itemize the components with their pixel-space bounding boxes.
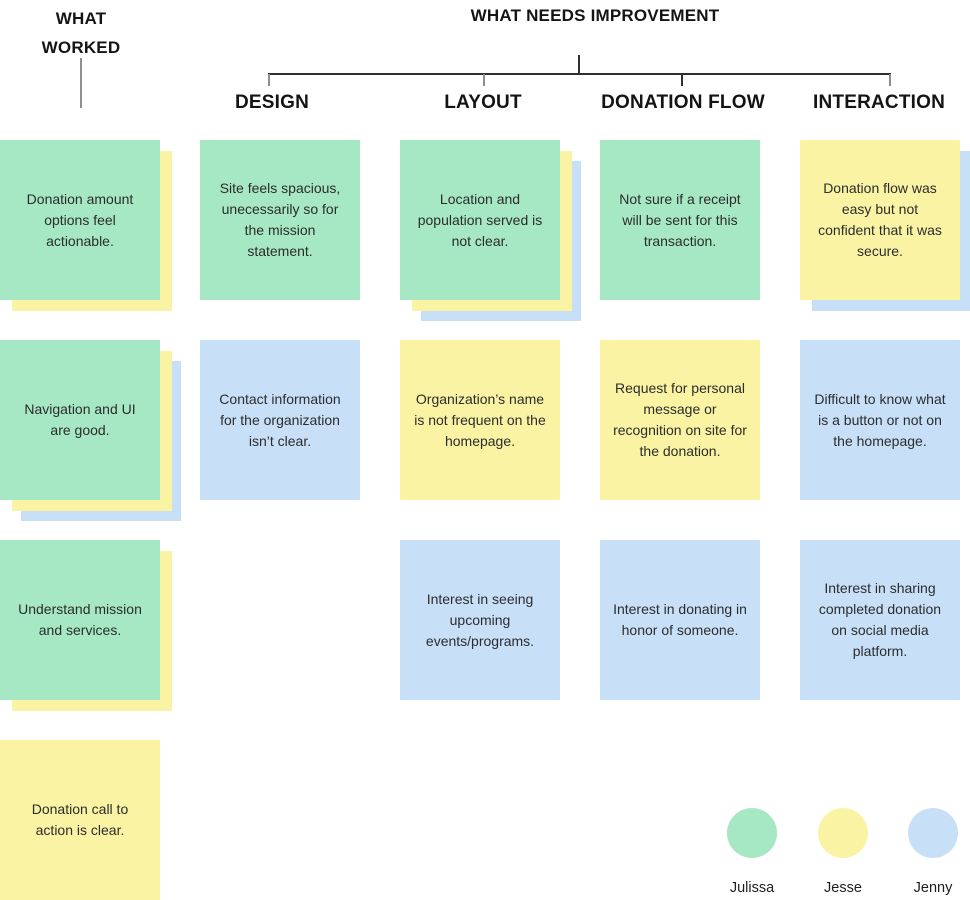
what-worked-heading-line2: WORKED xyxy=(41,38,121,57)
sticky-note[interactable]: Contact information for the organization… xyxy=(200,340,360,500)
legend-item-jesse: Jesse xyxy=(793,808,893,896)
needs-improvement-heading: WHAT NEEDS IMPROVEMENT xyxy=(470,6,720,25)
sticky-note-text: Donation flow was easy but not confident… xyxy=(818,180,942,259)
sticky-note-text: Not sure if a receipt will be sent for t… xyxy=(619,190,741,249)
sticky-note-face[interactable]: Request for personal message or recognit… xyxy=(600,340,760,500)
column-heading-donation-flow: DONATION FLOW xyxy=(601,92,765,113)
sticky-note-face[interactable]: Understand mission and services. xyxy=(0,540,160,700)
sticky-note-face[interactable]: Donation amount options feel actionable. xyxy=(0,140,160,300)
sticky-note[interactable]: Donation call to action is clear. xyxy=(0,740,160,900)
sticky-note-face[interactable]: Site feels spacious, unecessarily so for… xyxy=(200,140,360,300)
sticky-note[interactable]: Donation flow was easy but not confident… xyxy=(800,140,970,311)
bracket-tick-left xyxy=(268,74,270,86)
sticky-note-text: Organization’s name is not frequent on t… xyxy=(414,390,546,449)
sticky-note-face[interactable]: Interest in sharing completed donation o… xyxy=(800,540,960,700)
sticky-note[interactable]: Organization’s name is not frequent on t… xyxy=(400,340,560,500)
sticky-note[interactable]: Interest in donating in honor of someone… xyxy=(600,540,760,700)
sticky-note-text: Difficult to know what is a button or no… xyxy=(814,390,946,449)
bracket-tick-donation-flow xyxy=(681,74,683,86)
legend-label: Julissa xyxy=(729,880,775,896)
legend-item-jenny: Jenny xyxy=(883,808,970,896)
column-heading-design: DESIGN xyxy=(234,92,310,113)
sticky-note-face[interactable]: Donation call to action is clear. xyxy=(0,740,160,900)
sticky-note-face[interactable]: Location and population served is not cl… xyxy=(400,140,560,300)
sticky-note[interactable]: Difficult to know what is a button or no… xyxy=(800,340,960,500)
sticky-note-text: Navigation and UI are good. xyxy=(24,401,136,438)
sticky-note-text: Contact information for the organization… xyxy=(219,390,341,449)
column-heading-interaction: INTERACTION xyxy=(812,92,946,113)
sticky-note-face[interactable]: Interest in seeing upcoming events/progr… xyxy=(400,540,560,700)
improvement-stem-line xyxy=(578,55,580,74)
legend-color-dot xyxy=(908,808,958,858)
sticky-note-text: Donation amount options feel actionable. xyxy=(26,190,134,249)
bracket-tick-layout xyxy=(483,74,485,86)
sticky-note-text: Donation call to action is clear. xyxy=(31,801,129,838)
sticky-note-text: Site feels spacious, unecessarily so for… xyxy=(219,180,341,259)
sticky-note[interactable]: Site feels spacious, unecessarily so for… xyxy=(200,140,360,300)
sticky-note-face[interactable]: Navigation and UI are good. xyxy=(0,340,160,500)
legend-color-dot xyxy=(818,808,868,858)
sticky-note-face[interactable]: Organization’s name is not frequent on t… xyxy=(400,340,560,500)
sticky-note-face[interactable]: Difficult to know what is a button or no… xyxy=(800,340,960,500)
sticky-note-text: Interest in sharing completed donation o… xyxy=(818,580,942,659)
sticky-note-text: Request for personal message or recognit… xyxy=(613,380,747,459)
sticky-note-text: Location and population served is not cl… xyxy=(417,190,543,249)
sticky-note-face[interactable]: Interest in donating in honor of someone… xyxy=(600,540,760,700)
sticky-note[interactable]: Not sure if a receipt will be sent for t… xyxy=(600,140,760,300)
legend-label: Jenny xyxy=(913,880,953,896)
sticky-note[interactable]: Interest in seeing upcoming events/progr… xyxy=(400,540,560,700)
sticky-note[interactable]: Navigation and UI are good. xyxy=(0,340,181,521)
sticky-note-text: Interest in donating in honor of someone… xyxy=(613,601,747,638)
legend-color-dot xyxy=(727,808,777,858)
bracket-tick-right xyxy=(889,74,891,86)
sticky-note-text: Interest in seeing upcoming events/progr… xyxy=(425,590,535,649)
sticky-note[interactable]: Interest in sharing completed donation o… xyxy=(800,540,960,700)
sticky-note-text: Understand mission and services. xyxy=(18,601,142,638)
what-worked-heading: WHAT WORKED xyxy=(0,4,162,62)
column-heading-layout: LAYOUT xyxy=(444,92,522,113)
legend-item-julissa: Julissa xyxy=(702,808,802,896)
sticky-note[interactable]: Donation amount options feel actionable. xyxy=(0,140,172,311)
sticky-note[interactable]: Request for personal message or recognit… xyxy=(600,340,760,500)
legend-label: Jesse xyxy=(824,880,862,896)
sticky-note[interactable]: Understand mission and services. xyxy=(0,540,172,711)
sticky-note-face[interactable]: Donation flow was easy but not confident… xyxy=(800,140,960,300)
what-worked-connector-line xyxy=(80,58,82,108)
what-worked-heading-line1: WHAT xyxy=(55,9,107,28)
sticky-note-face[interactable]: Contact information for the organization… xyxy=(200,340,360,500)
sticky-note[interactable]: Location and population served is not cl… xyxy=(400,140,581,321)
sticky-note-face[interactable]: Not sure if a receipt will be sent for t… xyxy=(600,140,760,300)
improvement-bracket-bar xyxy=(268,73,891,75)
